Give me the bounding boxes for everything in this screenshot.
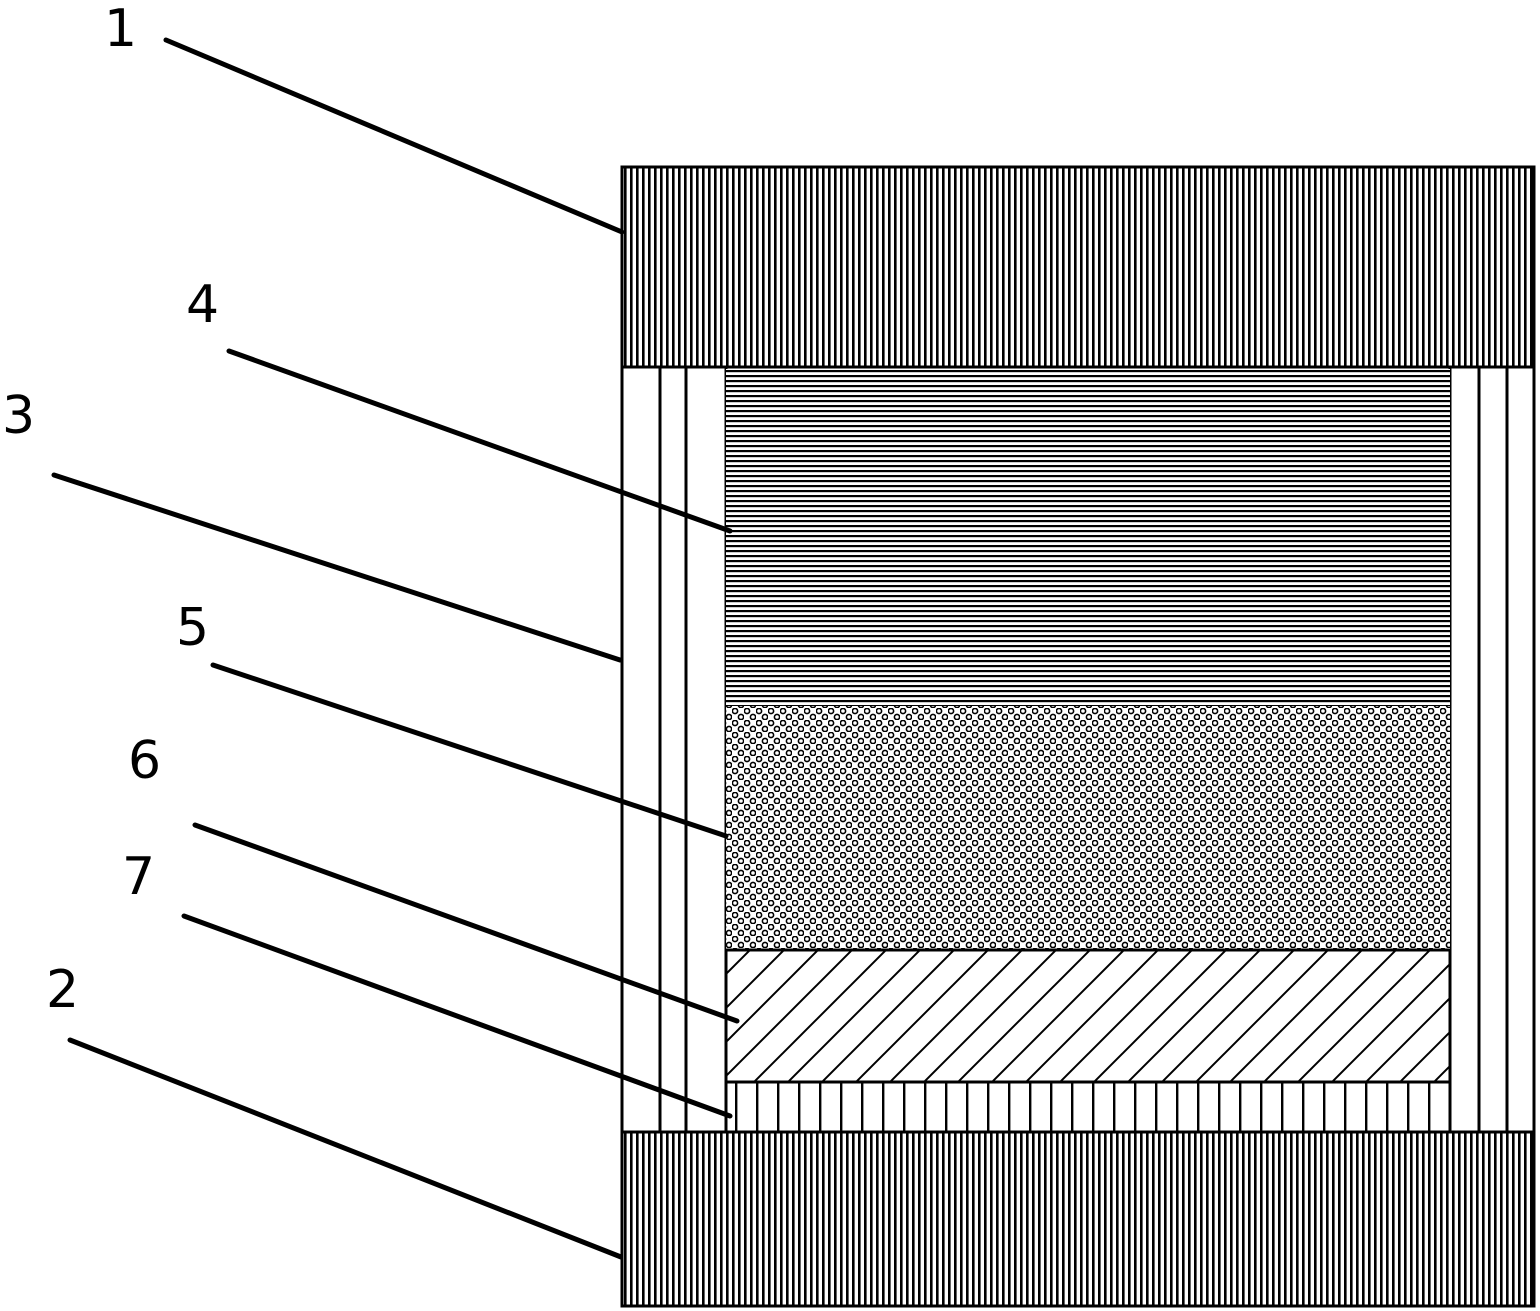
layer-5-dotted — [726, 706, 1450, 950]
layer-7-vertical-lines — [726, 1082, 1450, 1132]
leader-5 — [210, 662, 729, 839]
bottom-plate-outline — [620, 1130, 1536, 1308]
label-4: 4 — [186, 275, 219, 335]
label-1: 1 — [104, 0, 137, 59]
leader-1 — [163, 37, 625, 235]
label-5: 5 — [176, 598, 209, 658]
leader-2 — [67, 1037, 624, 1260]
left-wall — [620, 365, 728, 1134]
bottom-plate — [622, 1132, 1534, 1306]
right-wall — [1448, 365, 1536, 1134]
top-plate — [622, 167, 1534, 367]
label-3: 3 — [2, 386, 35, 446]
layer-6-diagonal-hatch — [726, 950, 1450, 1082]
leader-3 — [51, 472, 623, 663]
layer-4-horizontal-stripes — [726, 369, 1450, 706]
label-7: 7 — [122, 847, 155, 907]
label-2: 2 — [46, 960, 79, 1020]
leader-6 — [192, 822, 740, 1024]
leader-4 — [226, 348, 733, 534]
top-plate-outline — [620, 165, 1536, 369]
leader-7 — [181, 913, 733, 1119]
label-6: 6 — [128, 731, 161, 791]
